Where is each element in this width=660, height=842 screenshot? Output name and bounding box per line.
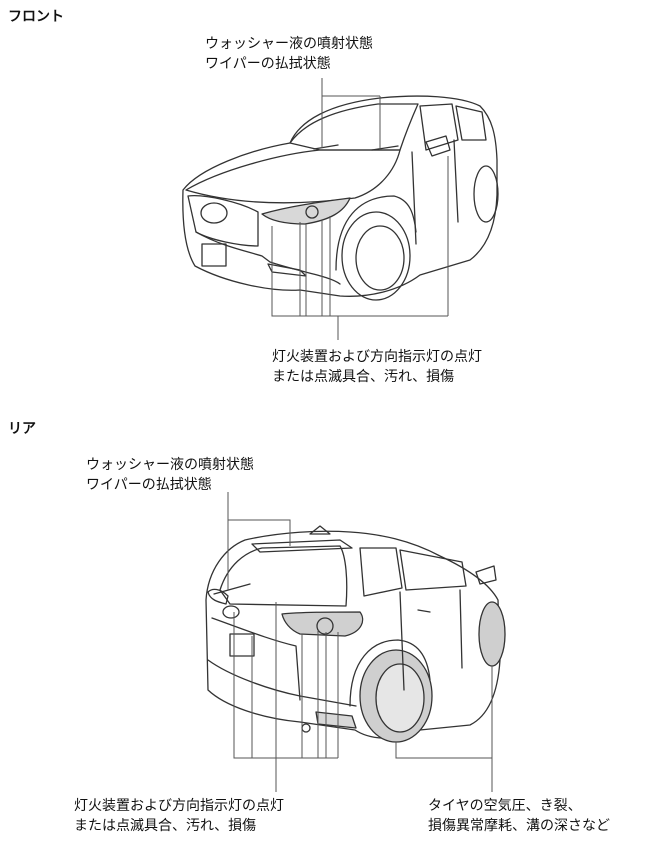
front-wheel-rear — [473, 165, 499, 223]
front-wipers — [313, 144, 399, 151]
rear-exhaust — [301, 723, 311, 733]
rear-taillight-left — [207, 588, 229, 605]
front-windshield — [289, 103, 419, 151]
front-washer-leader — [321, 78, 381, 150]
rear-tire-front — [478, 601, 506, 667]
front-wheel-front — [341, 211, 411, 301]
front-lights-line-2: または点滅具合、汚れ、損傷 — [272, 369, 455, 385]
rear-lights-leader — [233, 602, 339, 792]
rear-tires-leader — [395, 666, 493, 792]
front-grille — [187, 195, 259, 247]
front-headlight-lens — [305, 205, 319, 219]
rear-bumper — [207, 659, 357, 707]
front-wheel-arch — [335, 195, 417, 271]
rear-door-lines — [399, 589, 463, 691]
front-side-mirror — [425, 135, 451, 157]
rear-tailgate-line — [211, 617, 301, 701]
front-heading: フロント — [8, 9, 64, 25]
front-leader-lines — [271, 78, 449, 340]
rear-washer-line-2: ワイパーの払拭状態 — [86, 477, 212, 493]
front-washer-callout: ウォッシャー液の噴射状態 ワイパーの払拭状態 — [205, 34, 373, 74]
front-washer-line-1: ウォッシャー液の噴射状態 — [205, 36, 373, 52]
rear-tires-callout: タイヤの空気圧、き裂、 損傷異常摩耗、溝の深さなど — [428, 796, 610, 836]
rear-wiper — [213, 583, 251, 595]
rear-washer-leader — [227, 492, 291, 590]
rear-washer-line-1: ウォッシャー液の噴射状態 — [86, 457, 254, 473]
rear-emblem — [222, 605, 240, 619]
rear-lights-line-2: または点滅具合、汚れ、損傷 — [74, 818, 257, 834]
rear-license-plate — [229, 633, 255, 657]
front-lights-leader — [271, 156, 449, 340]
rear-leader-lines — [227, 492, 493, 792]
front-door-lines — [411, 139, 459, 245]
rear-tires-line-2: 損傷異常摩耗、溝の深さなど — [428, 818, 610, 834]
rear-car-body — [205, 530, 501, 739]
front-lights-callout: 灯火装置および方向指示灯の点灯 または点滅具合、汚れ、損傷 — [272, 347, 482, 387]
rear-taillight-right — [281, 611, 364, 637]
rear-side-windows — [359, 547, 467, 597]
rear-door-handle — [417, 609, 431, 613]
front-side-windows — [419, 103, 487, 151]
front-lights-line-1: 灯火装置および方向指示灯の点灯 — [272, 349, 482, 365]
rear-tire-rear-rim — [375, 663, 425, 733]
rear-tires-line-1: タイヤの空気圧、き裂、 — [428, 798, 582, 814]
front-car-body — [182, 95, 498, 297]
rear-side-mirror — [475, 565, 497, 585]
front-bumper — [195, 231, 341, 285]
rear-washer-callout: ウォッシャー液の噴射状態 ワイパーの払拭状態 — [86, 455, 254, 495]
front-emblem — [200, 202, 228, 224]
front-hood — [185, 149, 401, 204]
rear-shark-fin — [309, 525, 331, 535]
rear-lights-line-1: 灯火装置および方向指示灯の点灯 — [74, 798, 284, 814]
front-wheel-front-rim — [355, 225, 405, 291]
front-car-illustration — [182, 95, 499, 301]
rear-taillight-lens — [316, 617, 334, 635]
rear-car-illustration — [205, 525, 506, 743]
rear-heading: リア — [8, 421, 36, 437]
front-license-plate — [201, 243, 227, 267]
front-washer-line-2: ワイパーの払拭状態 — [205, 56, 331, 72]
rear-lights-callout: 灯火装置および方向指示灯の点灯 または点滅具合、汚れ、損傷 — [74, 796, 284, 836]
rear-window — [219, 545, 348, 607]
rear-wheel-arch — [349, 639, 431, 707]
rear-spoiler — [251, 539, 353, 553]
